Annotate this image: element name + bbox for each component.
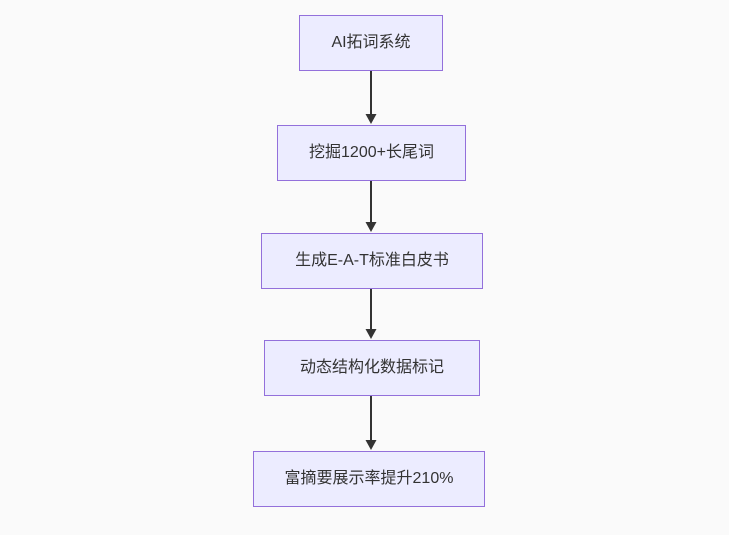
flow-node-rich-snippet-rate: 富摘要展示率提升210% <box>253 451 485 507</box>
flow-node-structured-data: 动态结构化数据标记 <box>264 340 480 396</box>
arrowhead-icon <box>365 222 377 232</box>
edge-n1-n2 <box>365 71 377 124</box>
arrowhead-icon <box>365 440 377 450</box>
edge-n3-n4 <box>365 289 377 339</box>
flow-node-label: 生成E-A-T标准白皮书 <box>295 252 449 269</box>
edge-n2-n3 <box>365 181 377 232</box>
flow-node-eat-whitepaper: 生成E-A-T标准白皮书 <box>261 233 483 289</box>
flow-node-label: AI拓词系统 <box>331 34 411 51</box>
flow-node-ai-keyword-system: AI拓词系统 <box>299 15 443 71</box>
flow-node-label: 动态结构化数据标记 <box>299 359 444 376</box>
flow-node-label: 挖掘1200+长尾词 <box>309 144 434 161</box>
edge-n4-n5 <box>365 396 377 450</box>
arrowhead-icon <box>365 114 377 124</box>
flow-node-label: 富摘要展示率提升210% <box>284 470 454 487</box>
arrowhead-icon <box>365 329 377 339</box>
flow-node-longtail-mining: 挖掘1200+长尾词 <box>277 125 466 181</box>
